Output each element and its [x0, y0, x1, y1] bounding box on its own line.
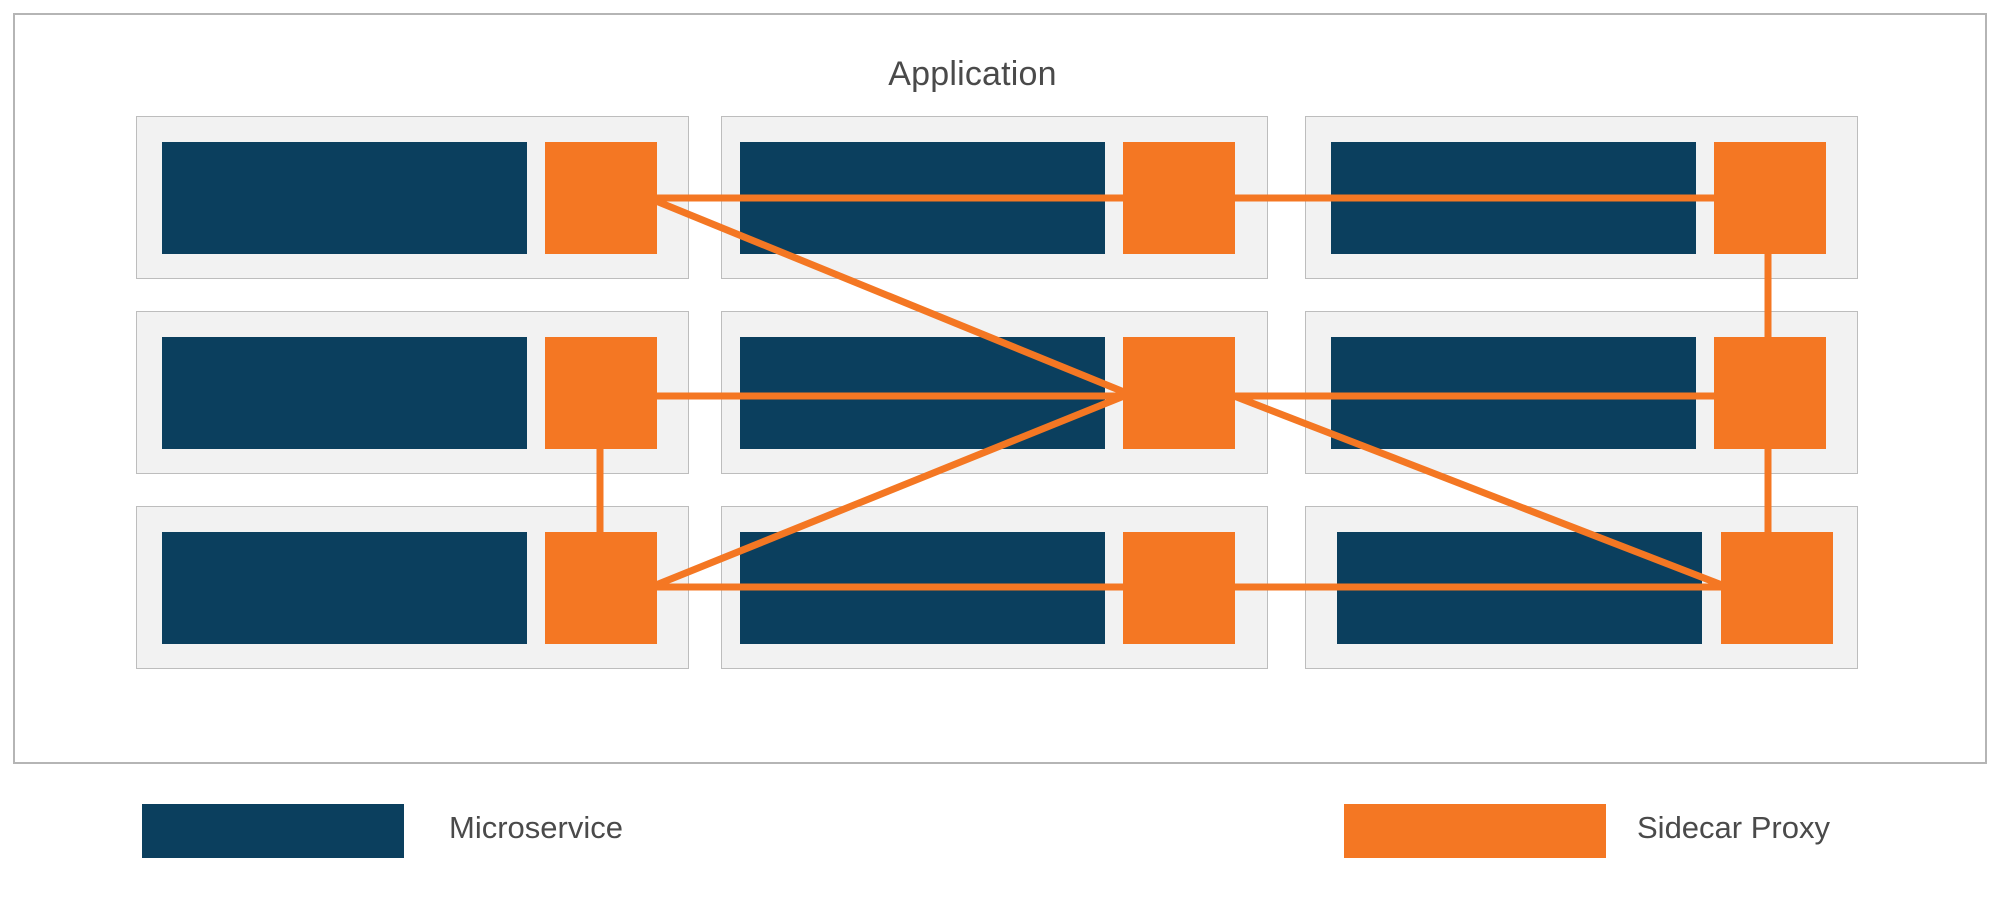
sidecar-proxy-r3c1 — [545, 532, 657, 644]
microservice-r1c1 — [162, 142, 527, 254]
microservice-r2c1 — [162, 337, 527, 449]
legend-sidecar-swatch — [1344, 804, 1606, 858]
legend-sidecar-label: Sidecar Proxy — [1637, 810, 1830, 845]
microservice-r1c2 — [740, 142, 1105, 254]
sidecar-proxy-r2c2 — [1123, 337, 1235, 449]
microservice-r3c2 — [740, 532, 1105, 644]
legend-microservice-swatch — [142, 804, 404, 858]
legend-microservice-label: Microservice — [449, 810, 623, 845]
application-title: Application — [888, 55, 1057, 93]
microservice-r1c3 — [1331, 142, 1696, 254]
sidecar-proxy-r1c3 — [1714, 142, 1826, 254]
microservice-r2c3 — [1331, 337, 1696, 449]
sidecar-proxy-r1c1 — [545, 142, 657, 254]
sidecar-proxy-r2c1 — [545, 337, 657, 449]
microservice-r2c2 — [740, 337, 1105, 449]
microservice-r3c1 — [162, 532, 527, 644]
sidecar-proxy-r2c3 — [1714, 337, 1826, 449]
microservice-r3c3 — [1337, 532, 1702, 644]
sidecar-proxy-r1c2 — [1123, 142, 1235, 254]
sidecar-proxy-r3c3 — [1721, 532, 1833, 644]
sidecar-proxy-r3c2 — [1123, 532, 1235, 644]
